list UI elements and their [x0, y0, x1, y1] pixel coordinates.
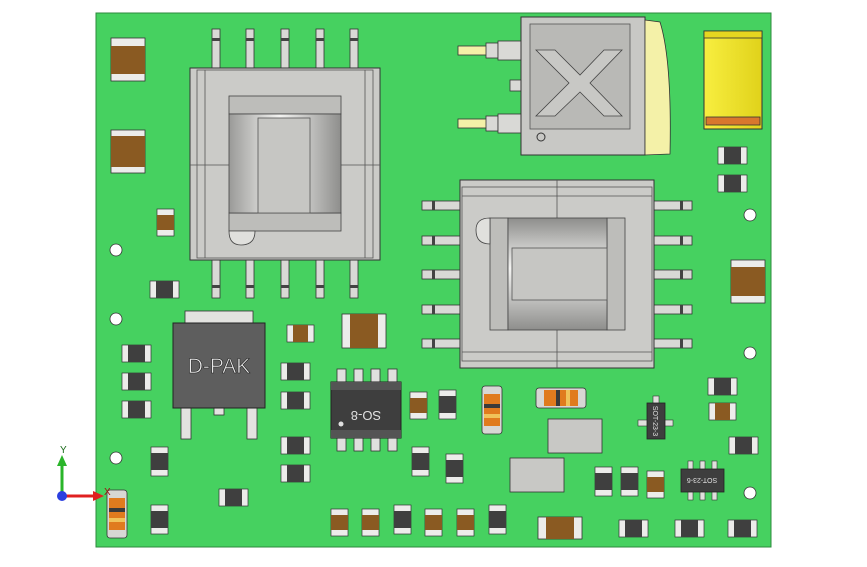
so8-ic[interactable]: SO-8: [330, 368, 402, 452]
capacitor-c3: [730, 259, 766, 304]
axis-y-label: Y: [60, 445, 67, 456]
capacitor-c2: [110, 129, 146, 174]
axis-x-label: X: [104, 487, 111, 498]
capacitor-c4: [341, 313, 387, 349]
melf-horizontal: [535, 387, 587, 409]
capacitor-c5: [537, 516, 583, 540]
axis-triad: Y X: [57, 445, 111, 501]
sot23-3-transistor[interactable]: SOT-23-3: [637, 395, 674, 440]
so8-label: SO-8: [351, 408, 381, 423]
mounting-holes: [109, 208, 757, 500]
smd-resistors: [121, 146, 759, 538]
dpak-transistor[interactable]: D-PAK: [172, 310, 266, 440]
dpak-label: D-PAK: [188, 355, 251, 378]
gray-pads: [509, 418, 603, 493]
sot23-6-label: SOT-23-6: [687, 476, 717, 483]
small-smd-capacitors: [156, 208, 737, 537]
transformer-left[interactable]: [189, 28, 381, 299]
sot23-6-ic[interactable]: SOT-23-6: [680, 460, 725, 501]
capacitor-c1: [110, 37, 146, 82]
large-smd-capacitors: [110, 37, 766, 540]
sot23-3-label: SOT-23-3: [651, 406, 658, 436]
tantalum-capacitor-yellow[interactable]: [703, 30, 763, 130]
melf-diodes: [106, 385, 587, 539]
melf-bottom-left: [106, 489, 128, 539]
transformer-right[interactable]: [421, 179, 693, 369]
relay-component[interactable]: [457, 16, 671, 156]
melf-vertical: [481, 385, 503, 435]
